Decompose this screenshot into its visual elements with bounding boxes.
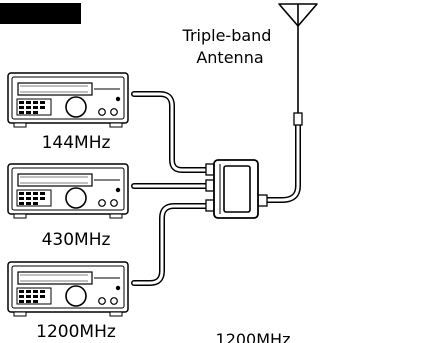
radio-1200mhz-label: 1200MHz bbox=[36, 322, 116, 342]
cables bbox=[131, 91, 301, 286]
transceiver-icon bbox=[7, 163, 129, 219]
radio-430mhz-label: 430MHz bbox=[42, 230, 111, 250]
diagram-title: 接続例1 bbox=[0, 3, 81, 24]
cable-1200mhz bbox=[131, 203, 219, 286]
cable-144mhz bbox=[131, 91, 219, 173]
antenna-label-line2: Antenna bbox=[196, 48, 263, 67]
transceiver-icon bbox=[7, 261, 129, 317]
cable-antenna-feed bbox=[263, 121, 301, 203]
transceiver-icon bbox=[7, 72, 129, 128]
antenna-connector bbox=[293, 24, 303, 126]
triple-band-antenna-icon bbox=[278, 3, 318, 27]
radio-430mhz: 430MHz bbox=[7, 163, 129, 250]
radio-144mhz-label: 144MHz bbox=[42, 133, 111, 153]
diagram-title-text: 接続例1 bbox=[3, 4, 62, 23]
diagram-title-background bbox=[0, 3, 81, 24]
radio-1200mhz: 1200MHz bbox=[7, 261, 129, 342]
triplexer-icon bbox=[205, 159, 268, 219]
bottom-frequency-label: 1200MHz bbox=[216, 330, 291, 343]
radio-144mhz: 144MHz bbox=[7, 72, 129, 153]
antenna-label-line1: Triple-band bbox=[182, 26, 272, 45]
